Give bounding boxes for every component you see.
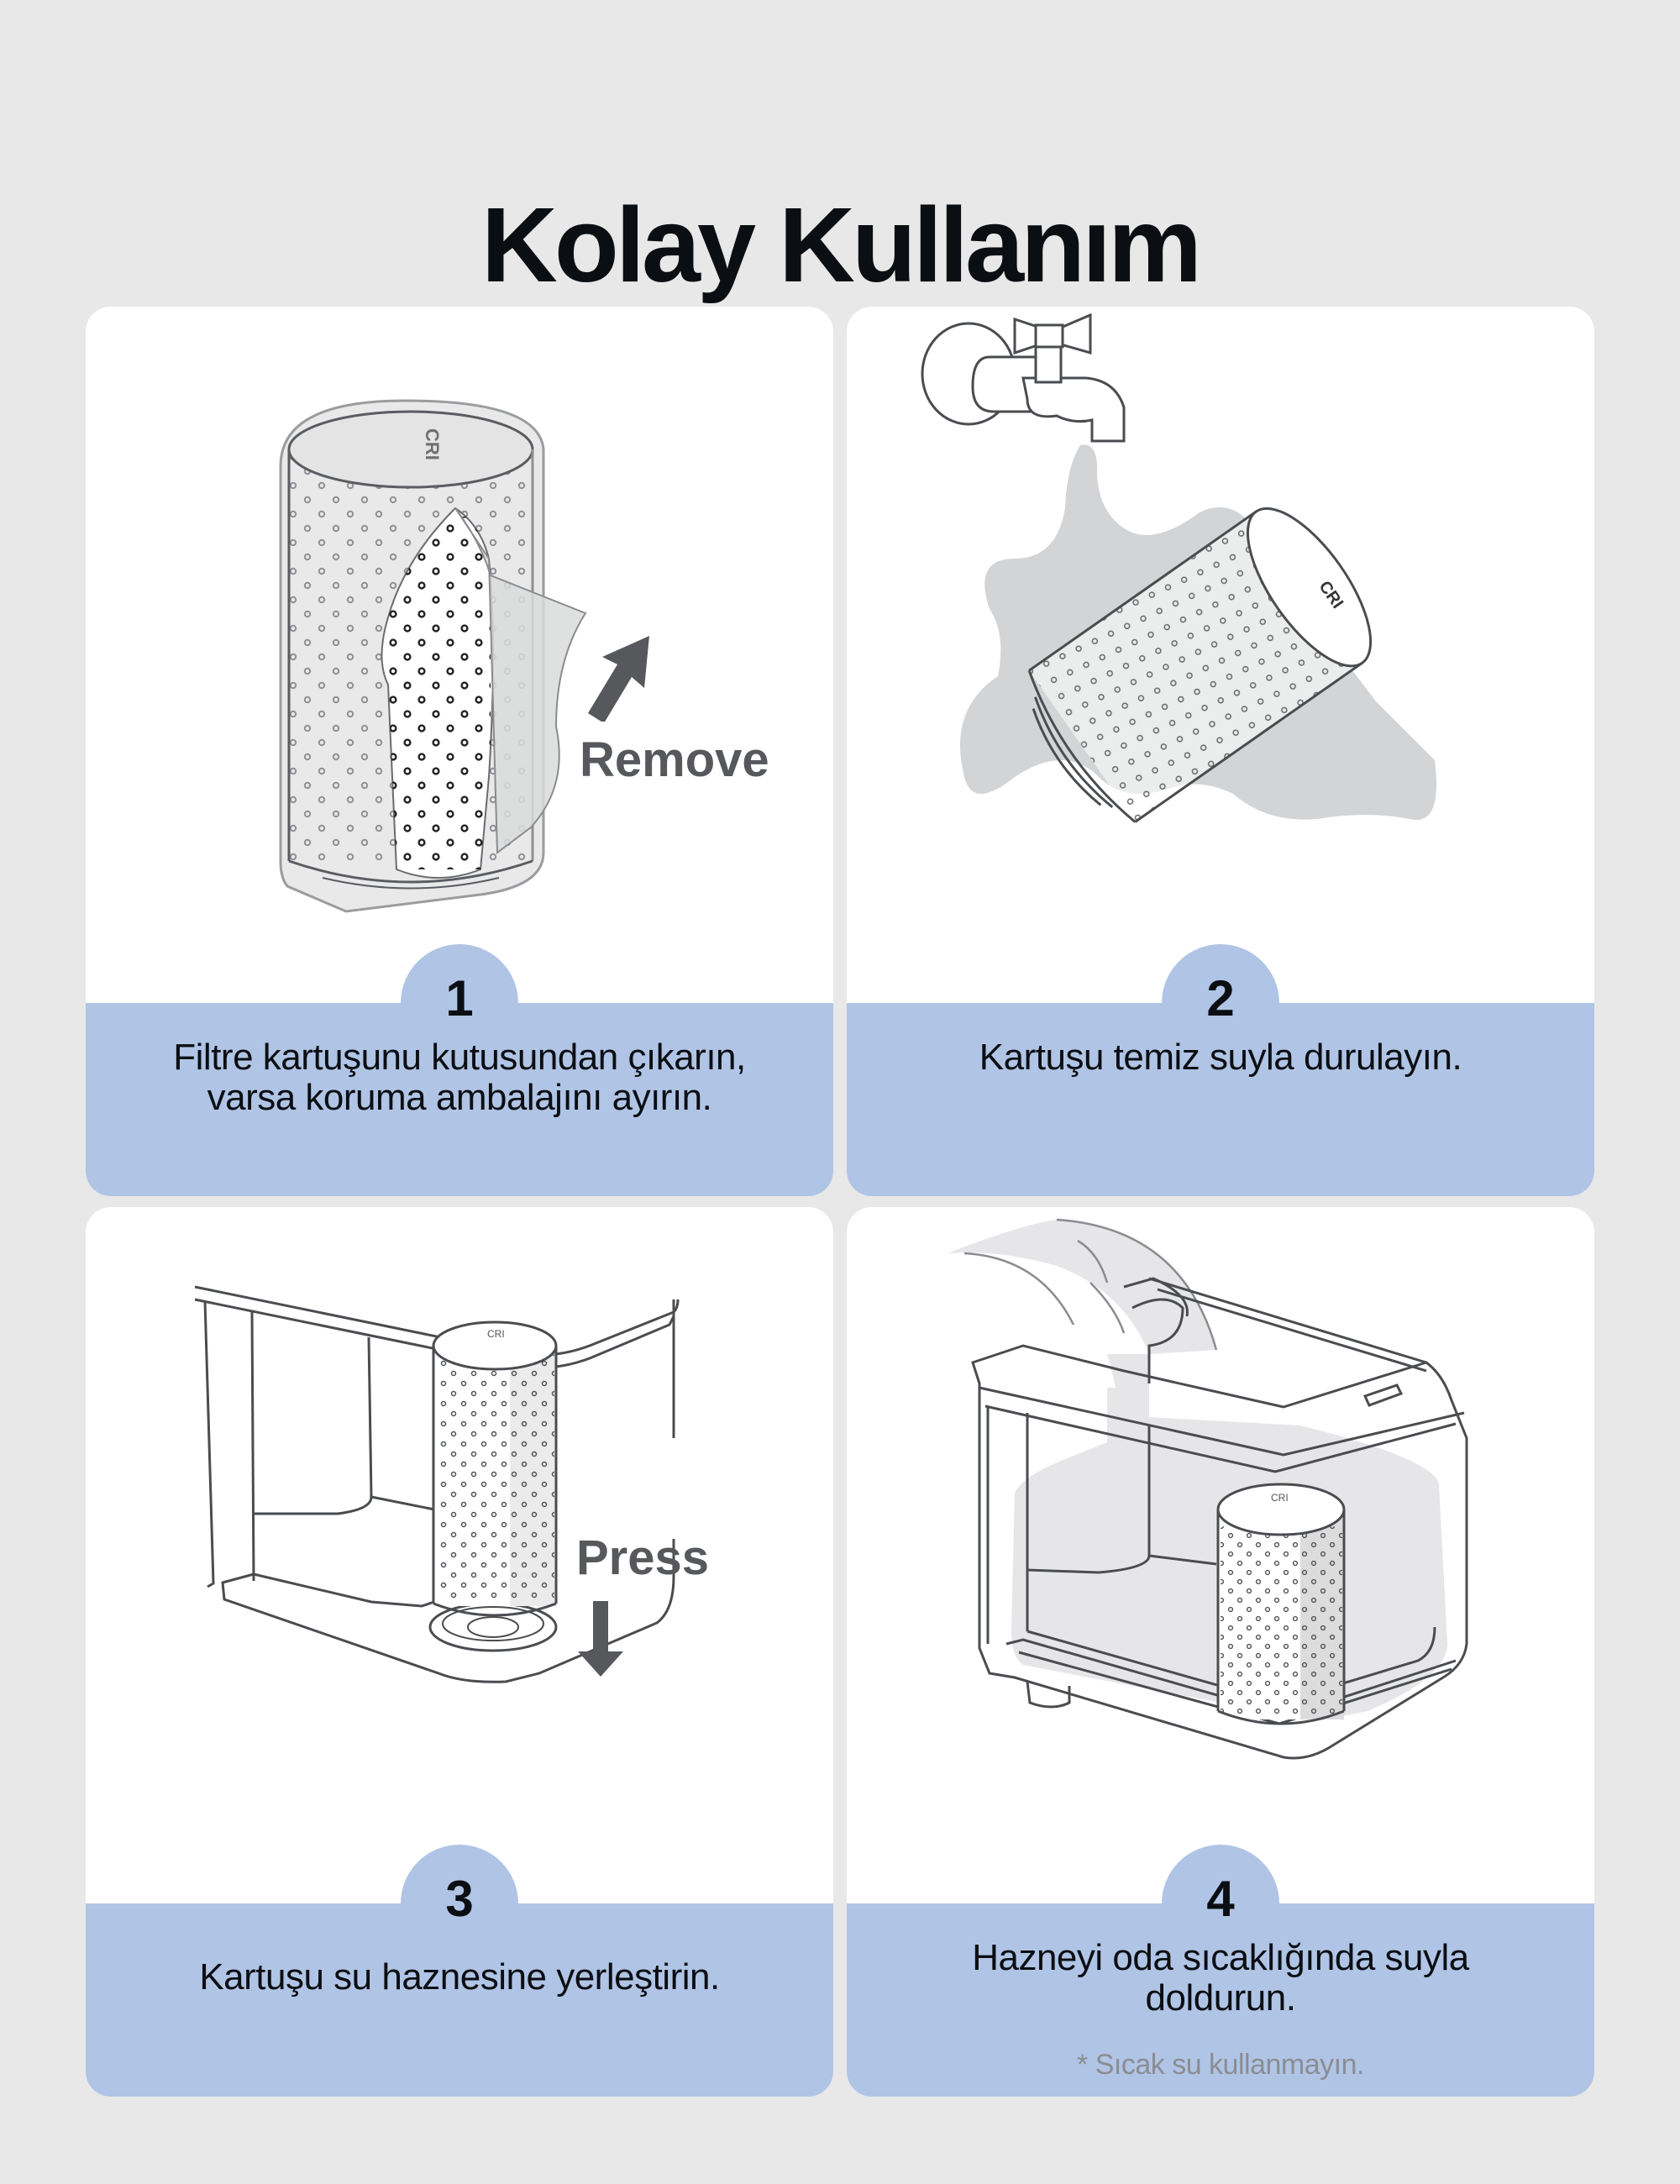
step-number-badge: 1 <box>401 944 518 1062</box>
arrow-down-icon <box>578 1601 623 1677</box>
brand-mark: CRI <box>422 428 443 460</box>
step-number-badge: 4 <box>1162 1845 1279 1962</box>
svg-text:CRI: CRI <box>1271 1492 1289 1504</box>
step-instruction: Kartuşu su haznesine yerleştirin. <box>199 1956 720 1998</box>
step-instruction: Hazneyi oda sıcaklığında suyla doldurun. <box>972 1937 1469 2019</box>
step-note: * Sıcak su kullanmayın. <box>1077 2049 1364 2081</box>
svg-text:CRI: CRI <box>487 1328 505 1340</box>
page-title: Kolay Kullanım <box>480 186 1202 305</box>
faucet-rinse-cartridge-illustration: CRI <box>921 312 1436 823</box>
fill-tank-water-illustration: CRI <box>948 1218 1468 1760</box>
step-instruction: Kartuşu temiz suyla durulayın. <box>979 1037 1462 1078</box>
step-card-3: CRI Press 3 Kartuşu su haznesine yerleşt… <box>86 1207 833 2097</box>
step-number-badge: 3 <box>401 1845 518 1962</box>
filter-cartridge-unwrap-illustration: CRI <box>279 399 587 913</box>
step-card-1: CRI Remove 1 Filtre kartuşunu kutusundan… <box>86 307 833 1196</box>
step-number-badge: 2 <box>1162 944 1279 1062</box>
press-label: Press <box>576 1530 710 1585</box>
arrow-up-right-icon <box>588 636 649 722</box>
remove-label: Remove <box>580 732 769 787</box>
insert-cartridge-tank-illustration: CRI <box>194 1285 680 1683</box>
step-instruction: Filtre kartuşunu kutusundan çıkarın, var… <box>173 1037 746 1118</box>
step-card-4: CRI 4 Hazneyi oda sıcaklığında suyla dol… <box>847 1207 1594 2097</box>
step-card-2: CRI 2 Kartuşu temiz suyla durulayın. <box>847 307 1594 1196</box>
